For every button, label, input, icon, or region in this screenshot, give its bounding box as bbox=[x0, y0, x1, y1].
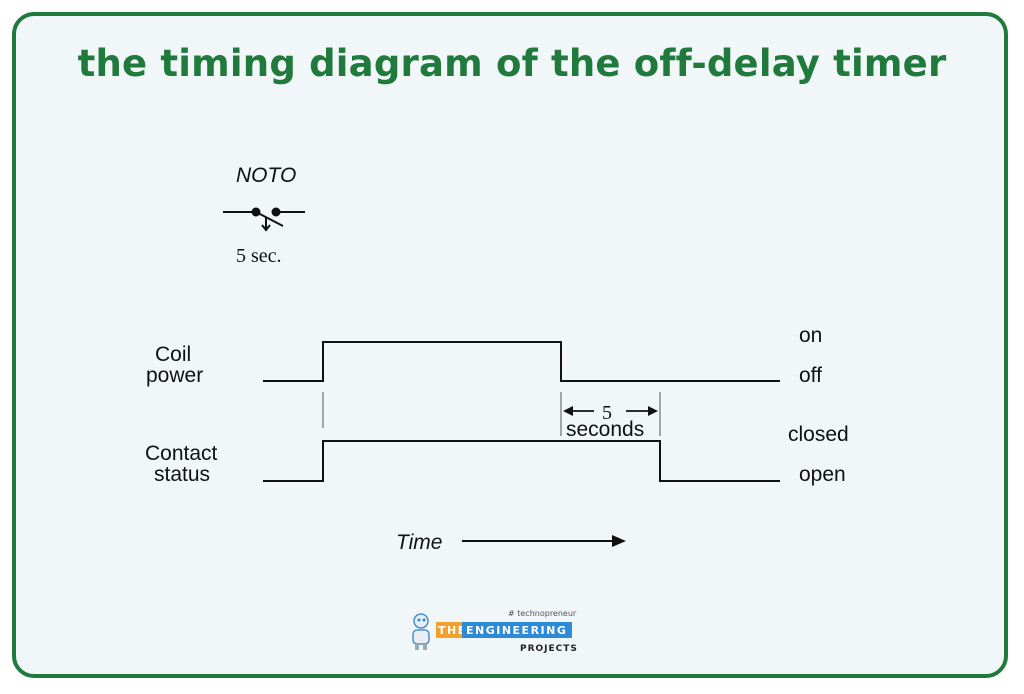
symbol-delay: 5 sec. bbox=[236, 245, 282, 267]
diagram-frame bbox=[12, 12, 1008, 678]
delay-arrows-icon bbox=[563, 406, 658, 416]
time-arrow-icon bbox=[462, 535, 626, 547]
delay-unit: seconds bbox=[566, 418, 644, 441]
contact-status-waveform bbox=[263, 440, 780, 482]
logo-tagline: # technopreneur bbox=[508, 609, 577, 618]
logo-projects: PROJECTS bbox=[520, 644, 578, 654]
coil-label-line1: Coil bbox=[155, 343, 191, 366]
coil-low-state: off bbox=[799, 364, 822, 387]
contact-low-state: open bbox=[799, 463, 846, 486]
coil-label-line2: power bbox=[146, 364, 203, 387]
coil-power-waveform bbox=[263, 341, 780, 382]
contact-label-line2: status bbox=[154, 463, 210, 486]
coil-high-state: on bbox=[799, 324, 822, 347]
noto-contact-symbol-icon bbox=[223, 207, 305, 232]
contact-high-state: closed bbox=[788, 423, 849, 446]
contact-label-line1: Contact bbox=[145, 442, 218, 465]
engineering-projects-logo: # technopreneur THE ENGINEERING PROJECTS bbox=[412, 609, 578, 654]
page-title: the timing diagram of the off-delay time… bbox=[77, 42, 947, 85]
symbol-name: NOTO bbox=[236, 164, 296, 187]
delay-value: 5 bbox=[602, 402, 612, 424]
logo-engineering: ENGINEERING bbox=[466, 624, 567, 637]
logo-the: THE bbox=[438, 624, 467, 637]
time-axis-label: Time bbox=[396, 531, 442, 554]
robot-mascot-icon bbox=[412, 613, 430, 650]
